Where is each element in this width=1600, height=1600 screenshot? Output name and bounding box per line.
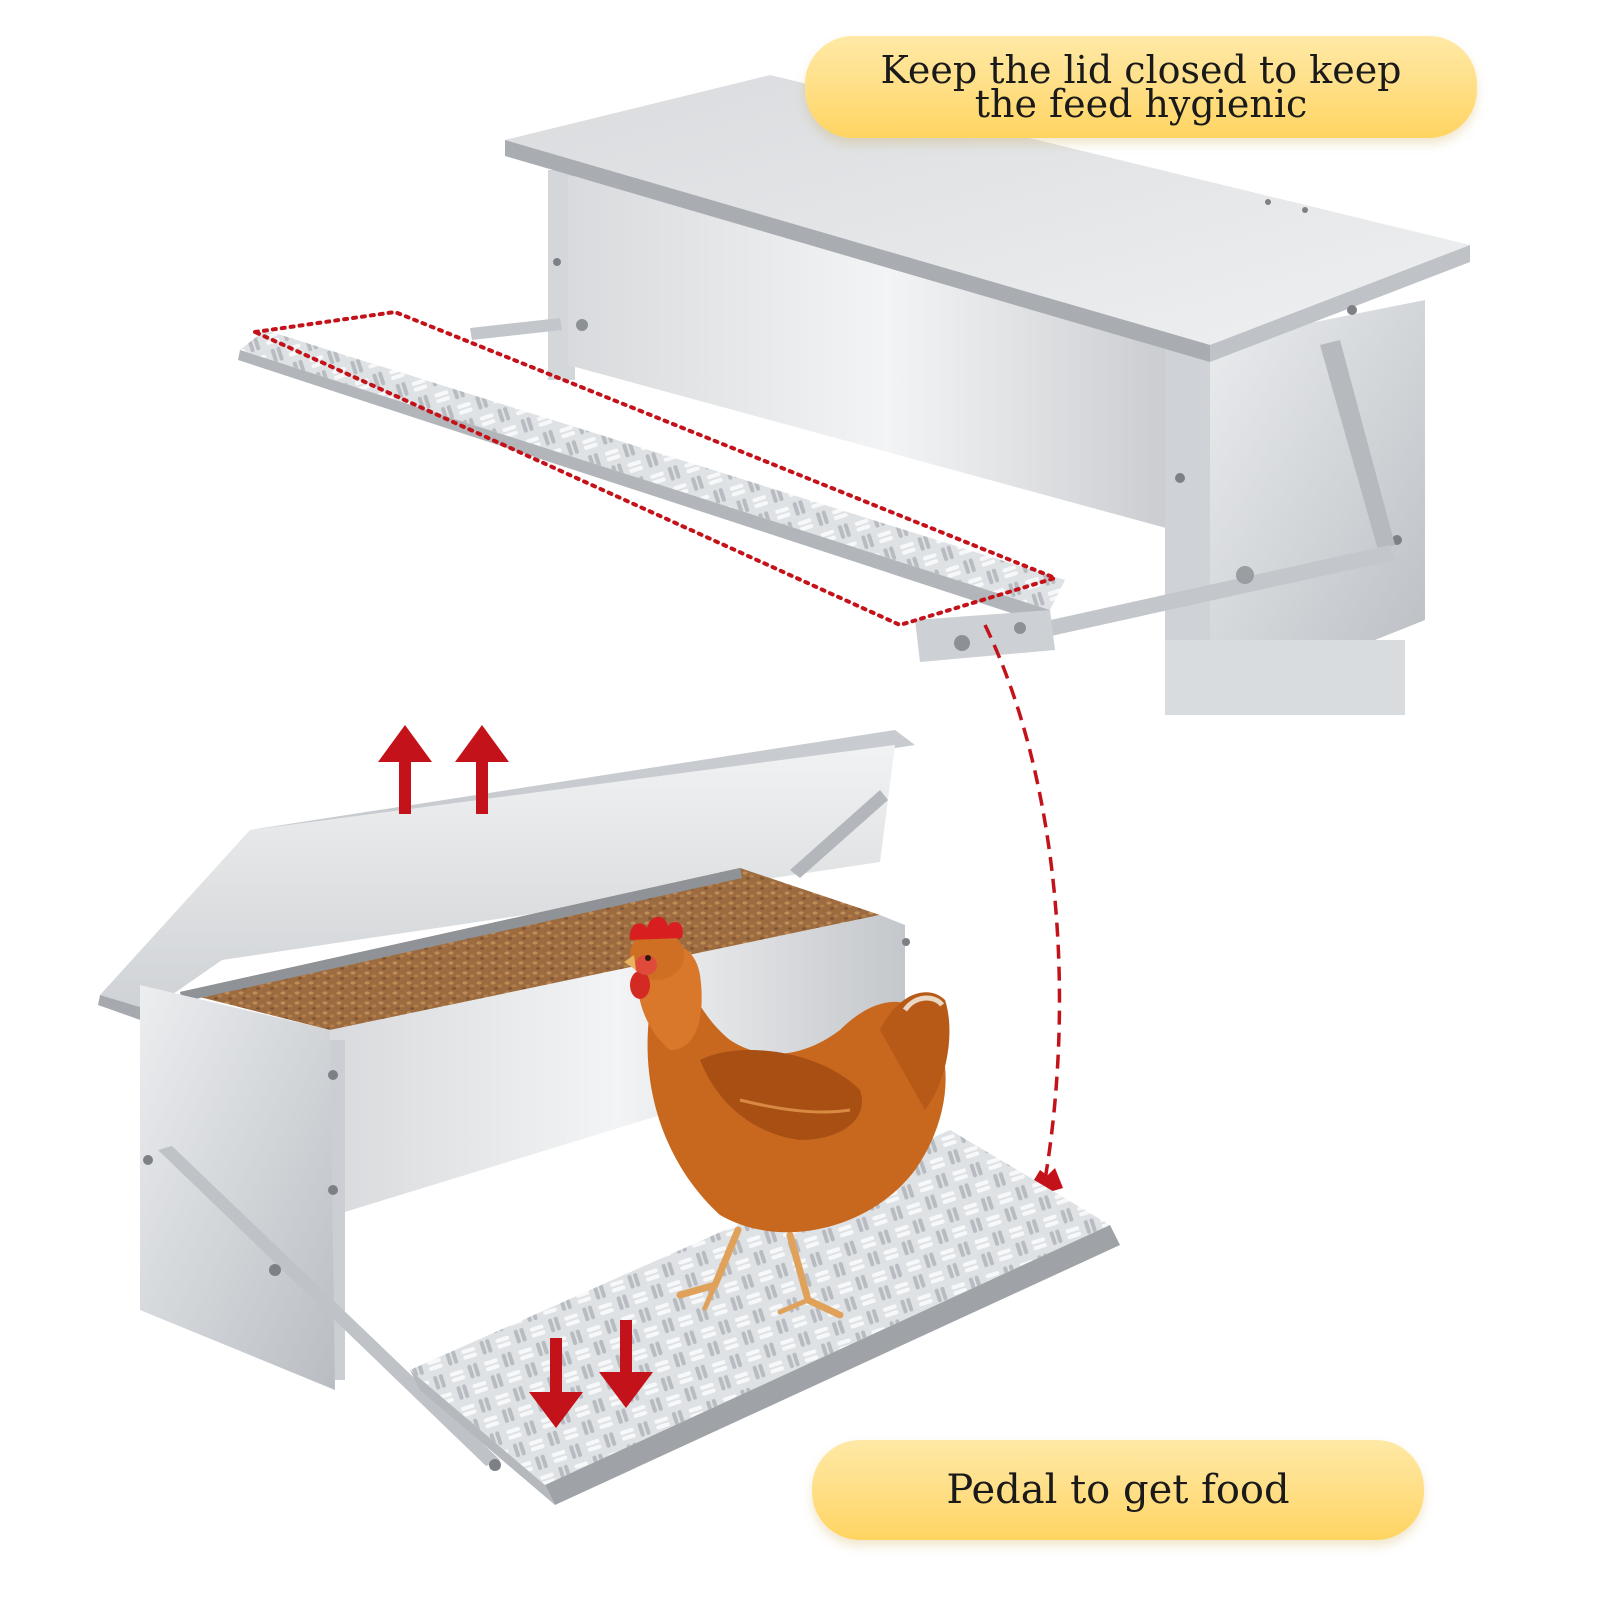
dashed-curved-arrow-icon (983, 624, 1063, 1200)
hen (624, 916, 950, 1319)
open-feeder (98, 730, 1120, 1505)
arrow-down-icon (529, 1320, 653, 1428)
pedal-caption-badge: Pedal to get food (812, 1440, 1424, 1540)
lid-caption-badge: Keep the lid closed to keep the feed hyg… (805, 36, 1477, 138)
lid-caption-text: Keep the lid closed to keep the feed hyg… (880, 48, 1402, 126)
pedal-caption-text: Pedal to get food (946, 1467, 1290, 1513)
pedal-highlight-outline (247, 309, 1062, 628)
arrow-up-icon (378, 725, 509, 814)
closed-feeder (238, 75, 1470, 715)
